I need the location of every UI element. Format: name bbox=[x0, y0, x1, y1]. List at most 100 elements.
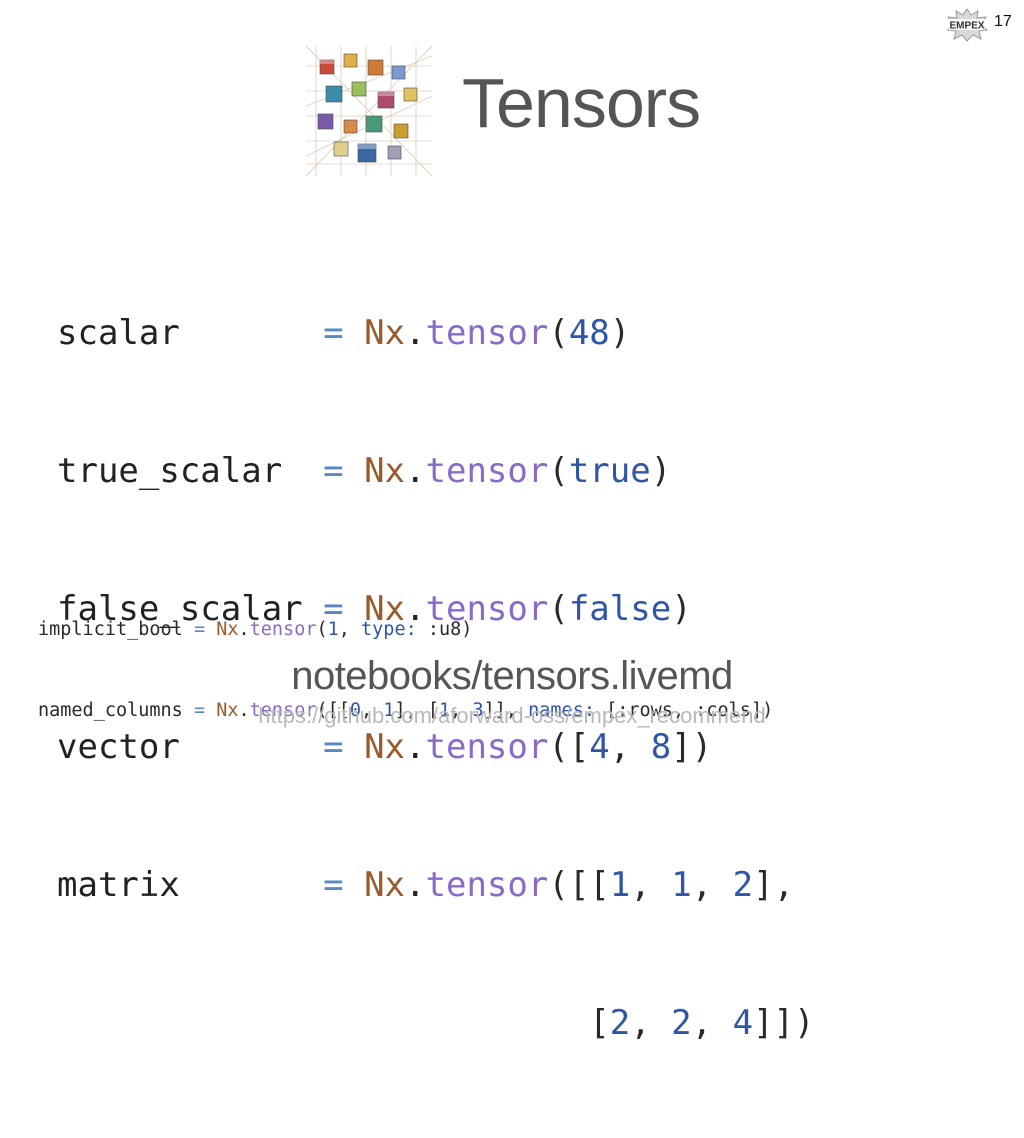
code-token-atom: :u8 bbox=[427, 619, 462, 640]
variable-name: scalar bbox=[57, 313, 324, 353]
code-line: named_columns = Nx.tensor([[0, 1], [1, 3… bbox=[38, 697, 773, 724]
variable-name: false_scalar bbox=[57, 589, 324, 629]
code-token-op: = bbox=[193, 700, 206, 721]
slide: EMPEX 17 bbox=[38, 8, 1012, 1043]
code-token-num: true bbox=[568, 451, 651, 491]
code-token-pun: [ bbox=[589, 1003, 610, 1043]
empex-logo-text: EMPEX bbox=[949, 21, 984, 32]
code-token-pun: , bbox=[361, 700, 384, 721]
code-token-num: 0 bbox=[349, 700, 362, 721]
code-line: scalar = Nx.tensor(48) bbox=[57, 310, 814, 356]
code-token-num: 1 bbox=[327, 619, 339, 640]
code-line: false_scalar = Nx.tensor(false) bbox=[57, 586, 814, 632]
assign-operator: = bbox=[323, 313, 344, 353]
assign-operator: = bbox=[323, 865, 344, 905]
arguments: (48) bbox=[548, 313, 630, 353]
code-line: implicit_bool = Nx.tensor(1, type: :u8) bbox=[38, 616, 773, 643]
code-token-num: 4 bbox=[732, 1003, 754, 1043]
function-name: tensor bbox=[425, 727, 549, 767]
code-line: true_scalar = Nx.tensor(true) bbox=[57, 448, 814, 494]
module-name: Nx bbox=[364, 589, 406, 629]
code-token-pun: ([[ bbox=[316, 700, 350, 721]
code-token-num: 4 bbox=[589, 727, 610, 767]
code-token-pun: , bbox=[691, 1003, 733, 1043]
assign-operator: = bbox=[323, 589, 344, 629]
code-token-num: 3 bbox=[472, 700, 484, 721]
code-token-pun: , bbox=[450, 700, 473, 721]
function-name: tensor bbox=[425, 313, 549, 353]
module-name: Nx bbox=[364, 727, 406, 767]
continuation-indent bbox=[57, 1003, 589, 1043]
arguments: (false) bbox=[548, 589, 691, 629]
empex-logo-icon: EMPEX bbox=[946, 8, 988, 42]
code-token-key: type: bbox=[361, 619, 417, 640]
code-token-pun: ], [ bbox=[394, 700, 440, 721]
arguments: [2, 2, 4]]) bbox=[589, 1003, 814, 1043]
code-token-num: 48 bbox=[568, 313, 610, 353]
code-token-pun: implicit_bool bbox=[38, 619, 194, 640]
function-name: tensor bbox=[425, 865, 549, 905]
code-token-pun: named_columns bbox=[38, 700, 194, 721]
code-token-pun bbox=[205, 619, 216, 640]
code-token-pun: , bbox=[672, 700, 696, 721]
tensor-cube-illustration-icon bbox=[305, 45, 433, 177]
code-line: matrix = Nx.tensor([[1, 1, 2], bbox=[57, 862, 814, 908]
code-token-pun: . bbox=[238, 619, 250, 640]
module-name: Nx bbox=[364, 313, 406, 353]
dot-operator: . bbox=[405, 313, 426, 353]
code-token-op: = bbox=[193, 619, 206, 640]
code-token-num: 8 bbox=[650, 727, 672, 767]
variable-name: matrix bbox=[57, 865, 324, 905]
code-token-fn: tensor bbox=[249, 700, 317, 721]
module-name: Nx bbox=[364, 451, 406, 491]
code-token-num: 1 bbox=[671, 865, 692, 905]
repository-url[interactable]: https://github.com/aforward-oss/empex_re… bbox=[258, 703, 766, 728]
code-token-pun: , bbox=[691, 865, 733, 905]
variable-name: vector bbox=[57, 727, 324, 767]
code-line: [2, 2, 4]]) bbox=[57, 1000, 814, 1046]
slide-title: Tensors bbox=[462, 64, 701, 142]
code-token-num: 2 bbox=[671, 1003, 692, 1043]
function-name: tensor bbox=[425, 589, 549, 629]
code-token-pun: . bbox=[238, 700, 250, 721]
code-token-pun: ([ bbox=[548, 727, 590, 767]
dot-operator: . bbox=[405, 589, 426, 629]
code-token-pun: , bbox=[609, 727, 651, 767]
code-token-pun: , bbox=[630, 865, 672, 905]
code-token-fn: tensor bbox=[249, 619, 317, 640]
slide-number: 17 bbox=[994, 13, 1012, 30]
arguments: (true) bbox=[548, 451, 671, 491]
code-token-pun: ) bbox=[461, 619, 473, 640]
code-token-pun: ]) bbox=[671, 727, 713, 767]
code-token-pun: [ bbox=[594, 700, 618, 721]
code-token-pun: , bbox=[338, 619, 362, 640]
module-name: Nx bbox=[364, 865, 406, 905]
code-token-pun: ) bbox=[609, 313, 631, 353]
dot-operator: . bbox=[405, 451, 426, 491]
code-token-pun: , bbox=[630, 1003, 672, 1043]
code-token-pun: ( bbox=[548, 313, 569, 353]
code-token-pun: ]], bbox=[483, 700, 529, 721]
code-token-pun: ]) bbox=[750, 700, 774, 721]
function-name: tensor bbox=[425, 451, 549, 491]
code-token-key: names: bbox=[528, 700, 595, 721]
variable-name: true_scalar bbox=[57, 451, 324, 491]
code-token-pun: ]]) bbox=[753, 1003, 815, 1043]
code-token-num: false bbox=[568, 589, 672, 629]
code-token-pun: ( bbox=[548, 451, 569, 491]
code-token-atom: :rows bbox=[617, 700, 673, 721]
code-token-pun: ([[ bbox=[548, 865, 610, 905]
code-token-mod: Nx bbox=[216, 619, 239, 640]
code-token-pun: ( bbox=[316, 619, 328, 640]
code-token-num: 1 bbox=[439, 700, 451, 721]
code-token-num: 1 bbox=[609, 865, 631, 905]
code-token-atom: :cols bbox=[695, 700, 751, 721]
code-token-pun: ) bbox=[671, 589, 692, 629]
assign-operator: = bbox=[323, 727, 344, 767]
code-token-num: 2 bbox=[609, 1003, 631, 1043]
code-token-num: 1 bbox=[383, 700, 395, 721]
notebook-path: notebooks/tensors.livemd bbox=[291, 654, 733, 698]
arguments: ([4, 8]) bbox=[548, 727, 712, 767]
secondary-code-block: implicit_bool = Nx.tensor(1, type: :u8) … bbox=[38, 562, 773, 778]
assign-operator: = bbox=[323, 451, 344, 491]
